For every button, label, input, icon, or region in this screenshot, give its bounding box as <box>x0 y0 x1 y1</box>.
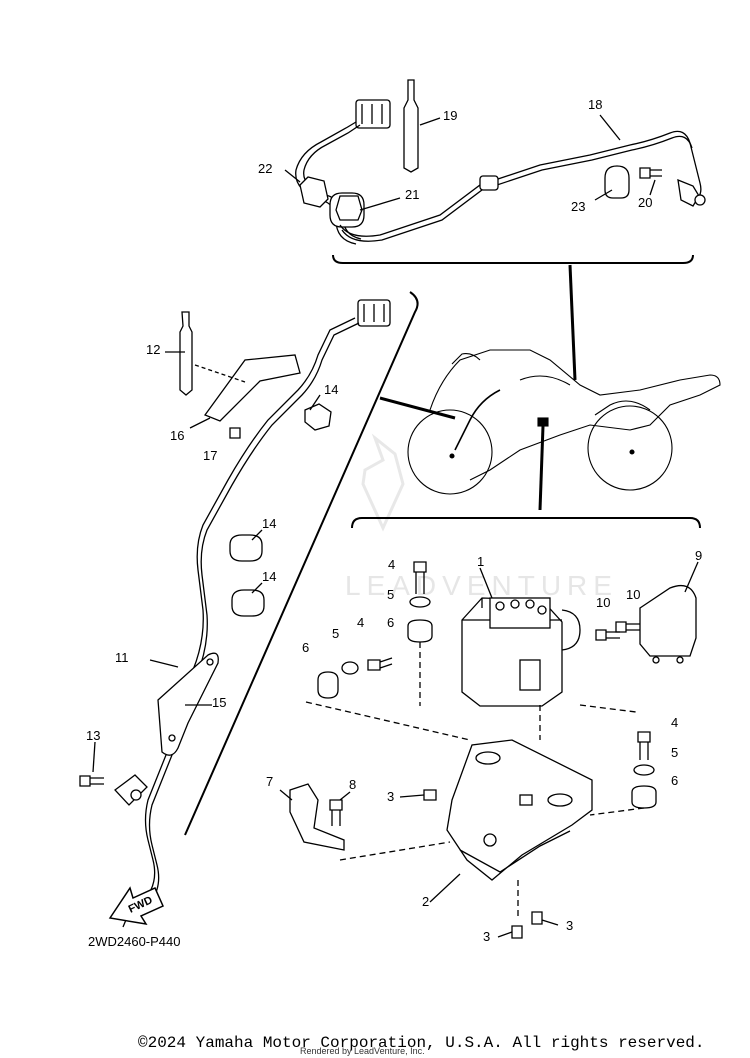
callout-4b: 4 <box>357 615 364 630</box>
bolt-3a <box>423 789 437 801</box>
callout-20: 20 <box>638 195 652 210</box>
callout-7: 7 <box>266 774 273 789</box>
leader-left <box>379 396 456 420</box>
rear-wheel <box>587 405 673 491</box>
callout-3c: 3 <box>566 918 573 933</box>
callout-4a: 4 <box>388 557 395 572</box>
washer-5b <box>341 661 359 675</box>
callout-13: 13 <box>86 728 100 743</box>
bolt-10b <box>615 621 640 633</box>
bolt-4c <box>637 731 651 760</box>
grommet-6c <box>631 785 657 809</box>
callout-23: 23 <box>571 199 585 214</box>
callout-12: 12 <box>146 342 160 357</box>
callout-19: 19 <box>443 108 457 123</box>
abs-unit-group <box>279 517 701 939</box>
clamp-14a <box>304 403 332 431</box>
cable-tie-19 <box>403 79 419 173</box>
clamp-14c <box>231 589 265 617</box>
leadventure-watermark: LEADVENTURE <box>345 433 618 601</box>
motorcycle-silhouette <box>407 349 721 511</box>
callout-9: 9 <box>695 548 702 563</box>
callout-10a: 10 <box>596 595 610 610</box>
group-bracket <box>332 254 694 264</box>
callout-3a: 3 <box>387 789 394 804</box>
grommet-6a <box>407 619 433 643</box>
callout-17: 17 <box>203 448 217 463</box>
rear-sensor <box>114 774 148 806</box>
copyright-notice: ©2024 Yamaha Motor Corporation, U.S.A. A… <box>138 1034 705 1052</box>
callout-14b: 14 <box>262 516 276 531</box>
cable-sleeve <box>479 175 499 191</box>
bolt-3b <box>511 925 523 939</box>
grommet-6b <box>317 671 339 699</box>
bracket-9 <box>639 584 697 657</box>
bolt-4b <box>367 657 393 671</box>
diagram-code: 2WD2460-P440 <box>88 934 181 949</box>
grommet-21 <box>335 195 363 221</box>
callout-6b: 6 <box>302 640 309 655</box>
callout-14a: 14 <box>324 382 338 397</box>
callout-21: 21 <box>405 187 419 202</box>
washer-5c <box>633 764 655 776</box>
clamp-23 <box>604 165 630 199</box>
leader-top <box>568 264 577 381</box>
callout-1: 1 <box>477 554 484 569</box>
front-wheel <box>407 409 493 495</box>
cable-tie-12 <box>179 311 193 396</box>
clamp-14b <box>229 534 263 562</box>
rendered-by-notice: Rendered by LeadVenture, Inc. <box>300 1046 425 1056</box>
bolt-3c <box>531 911 543 925</box>
callout-2: 2 <box>422 894 429 909</box>
callout-14c: 14 <box>262 569 276 584</box>
group-divider-left <box>184 291 419 836</box>
callout-labels: 1 2 3 3 3 4 4 4 5 5 5 6 6 6 7 8 9 10 10 … <box>86 97 702 944</box>
abs-unit-location <box>537 417 549 427</box>
callout-22: 22 <box>258 161 272 176</box>
callout-5a: 5 <box>387 587 394 602</box>
callout-4c: 4 <box>671 715 678 730</box>
callout-6a: 6 <box>387 615 394 630</box>
clip-22 <box>299 176 329 208</box>
callout-5b: 5 <box>332 626 339 641</box>
group-bracket-abs <box>351 517 701 529</box>
bracket-15 <box>157 652 219 756</box>
bolt-4a <box>413 561 427 594</box>
washer-5a <box>409 596 431 608</box>
rear-sensor-group <box>79 291 456 928</box>
fwd-arrow: FWD <box>108 886 164 926</box>
bolt-20 <box>639 167 662 179</box>
callout-3b: 3 <box>483 929 490 944</box>
watermark-text: LEADVENTURE <box>345 570 618 601</box>
callout-8: 8 <box>349 777 356 792</box>
callout-15: 15 <box>212 695 226 710</box>
leader-abs <box>538 425 545 511</box>
callout-18: 18 <box>588 97 602 112</box>
bolt-13 <box>79 775 104 787</box>
callout-16: 16 <box>170 428 184 443</box>
bolt-8 <box>329 799 343 826</box>
bracket-7 <box>289 783 345 851</box>
bolt-17 <box>229 427 241 439</box>
callout-5c: 5 <box>671 745 678 760</box>
callout-6c: 6 <box>671 773 678 788</box>
callout-11: 11 <box>115 650 129 665</box>
front-sensor-group <box>284 79 706 381</box>
connector-top <box>355 99 391 129</box>
callout-10b: 10 <box>626 587 640 602</box>
bracket-16 <box>203 354 301 422</box>
